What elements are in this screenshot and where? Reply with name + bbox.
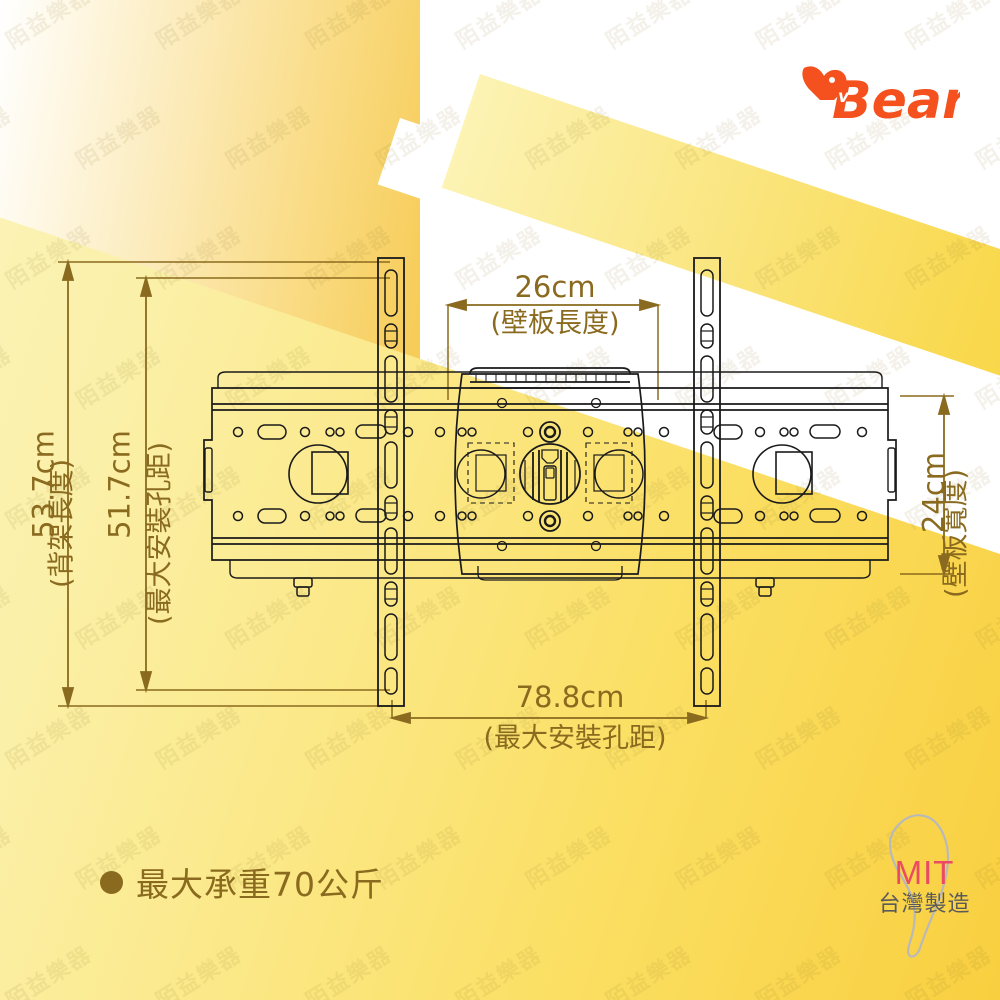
dimension-caption: (背架長度) xyxy=(46,458,78,589)
made-in-taiwan-badge: MIT 台灣製造 xyxy=(852,808,997,963)
dimension-lines xyxy=(58,258,954,725)
dimension-caption: (壁板長度) xyxy=(490,308,620,339)
dimension-max-hole-pitch-horizontal: 78.8cm xyxy=(455,683,685,712)
max-load-text: 最大承重70公斤 xyxy=(136,865,384,904)
bear-head-c-icon xyxy=(763,64,847,132)
dimension-value: 26cm xyxy=(514,270,596,304)
dimension-value: 78.8cm xyxy=(515,680,625,714)
dimension-max-hole-pitch-vertical: 51.7cm xyxy=(102,375,137,595)
wall-plate-cutouts xyxy=(456,442,644,504)
max-load-note: 最大承重70公斤 xyxy=(100,858,384,906)
center-pivot-hub xyxy=(519,443,581,505)
vertical-rail-right xyxy=(693,257,721,707)
dimension-wall-plate-length-caption: (壁板長度) xyxy=(440,310,670,337)
dimension-max-hole-pitch-horizontal-caption: (最大安裝孔距) xyxy=(420,725,730,752)
dimension-caption: (最大安裝孔距) xyxy=(144,441,176,626)
dimension-wall-plate-width-caption: (壁板寬度) xyxy=(940,414,972,654)
horizontal-bracket-bar xyxy=(203,371,897,579)
brand-logo: Bear v xyxy=(760,62,960,134)
dimension-value: 51.7cm xyxy=(102,430,137,539)
bracket-round-cutouts xyxy=(288,444,813,504)
dimension-caption: (壁板寬度) xyxy=(940,468,972,599)
logo-mark-letter: v xyxy=(838,87,850,107)
dimension-wall-plate-length: 26cm xyxy=(455,273,655,302)
center-wall-plate xyxy=(454,367,646,581)
dimension-back-frame-length-caption: (背架長度) xyxy=(46,394,78,654)
hub-bolts xyxy=(539,421,561,532)
dimension-caption: (最大安裝孔距) xyxy=(483,723,667,754)
bracket-bolts xyxy=(293,577,775,597)
dimension-max-hole-pitch-vertical-caption: (最大安裝孔距) xyxy=(144,364,176,704)
logo-wordmark: Bear xyxy=(832,71,960,131)
bracket-hole-rows xyxy=(232,424,868,524)
vertical-rail-left xyxy=(377,257,405,707)
bullet-dot-icon xyxy=(100,870,123,894)
taiwan-island-outline-icon xyxy=(888,814,950,958)
bracket-side-tabs xyxy=(204,447,896,493)
